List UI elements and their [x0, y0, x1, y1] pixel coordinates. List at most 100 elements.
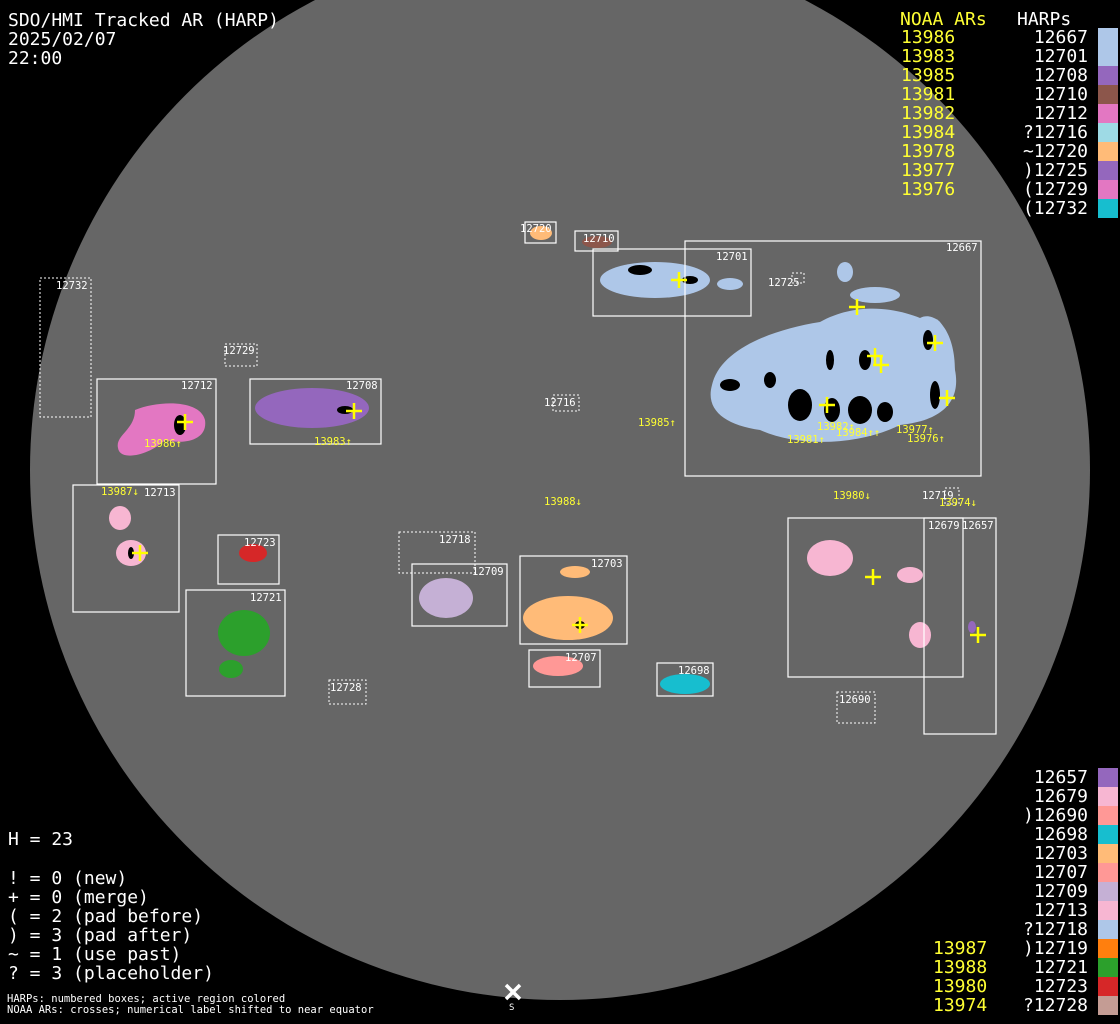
legend-harp-number: 12703: [1034, 843, 1088, 864]
harp-box-12723: [217, 534, 280, 585]
harp-label: 12708: [346, 380, 378, 392]
legend-harp-number: 12667: [1034, 27, 1088, 48]
harp-label: 12719: [922, 490, 954, 502]
region-12721a: [218, 610, 270, 656]
harp-box-12719: [944, 487, 960, 505]
legend-harp-number: 12707: [1034, 862, 1088, 883]
legend-color-swatch: [1098, 863, 1118, 882]
legend-harp-number: 12679: [1034, 786, 1088, 807]
region-12712: [117, 403, 206, 456]
legend-noaa-number: 13977: [901, 160, 955, 181]
harp-box-12703: [519, 555, 628, 645]
harp-box-12690: [836, 691, 876, 724]
harp-label: 12709: [472, 566, 504, 578]
region-12707: [533, 656, 583, 676]
legend-noaa-number: 13976: [901, 179, 955, 200]
region-12679b: [897, 567, 923, 583]
solar-disk: [30, 0, 1090, 1000]
south-pole-x-icon: [504, 983, 522, 1001]
legend-color-swatch: [1098, 161, 1118, 180]
date: 2025/02/07: [8, 29, 116, 50]
legend-color-swatch: [1098, 768, 1118, 787]
harp-box-12729: [224, 343, 258, 367]
harp-label: 12679: [928, 520, 960, 532]
legend-noaa-number: 13984: [901, 122, 955, 143]
region-12679c: [909, 622, 931, 648]
legend-harp-number: )12719: [1023, 938, 1088, 959]
harp-box-12720: [524, 221, 557, 244]
legend-noaa-number: 13974: [933, 995, 987, 1016]
harp-label: 12667: [946, 242, 978, 254]
legend-color-swatch: [1098, 901, 1118, 920]
legend-noaa-number: 13978: [901, 141, 955, 162]
noaa-label: 13982↑: [817, 421, 855, 433]
legend-color-swatch: [1098, 825, 1118, 844]
harp-label: 12725: [768, 277, 800, 289]
harp-box-12709: [411, 563, 508, 627]
harp-label: 12716: [544, 397, 576, 409]
legend-bottom: 1265712679)12690126981270312707127091271…: [933, 767, 1118, 1016]
harp-label: 12718: [439, 534, 471, 546]
region-12657: [968, 621, 976, 633]
legend-harp-number: 12709: [1034, 881, 1088, 902]
legend-noaa-number: 13982: [901, 103, 955, 124]
harp-label: 12732: [56, 280, 88, 292]
legend-harp-number: ?12728: [1023, 995, 1088, 1016]
legend-harp-number: (12732: [1023, 198, 1088, 219]
harp-box-12732: [39, 277, 92, 418]
legend-color-swatch: [1098, 123, 1118, 142]
noaa-header: NOAA ARs: [900, 9, 987, 30]
noaa-label: 13976↑: [907, 433, 945, 445]
stat-line: + = 0 (merge): [8, 887, 149, 908]
harp-box-12728: [328, 679, 367, 705]
legend-color-swatch: [1098, 66, 1118, 85]
legend-harp-number: ?12718: [1023, 919, 1088, 940]
region-12708: [255, 388, 369, 428]
harp-box-12712: [96, 378, 217, 485]
noaa-label: 13988↓: [544, 496, 582, 508]
stat-line: ) = 3 (pad after): [8, 925, 192, 946]
region-12723: [239, 544, 267, 562]
legend-color-swatch: [1098, 104, 1118, 123]
time: 22:00: [8, 48, 62, 69]
legend-color-swatch: [1098, 939, 1118, 958]
harp-label: 12710: [583, 233, 615, 245]
legend-color-swatch: [1098, 958, 1118, 977]
header: SDO/HMI Tracked AR (HARP) 2025/02/07 22:…: [8, 10, 279, 69]
harp-header: HARPs: [1017, 9, 1071, 30]
legend-color-swatch: [1098, 787, 1118, 806]
region-12701: [600, 262, 710, 298]
harp-label: 12703: [591, 558, 623, 570]
stat-line: ? = 3 (placeholder): [8, 963, 214, 984]
harp-label: 12657: [962, 520, 994, 532]
legend-harp-number: 12698: [1034, 824, 1088, 845]
legend-color-swatch: [1098, 142, 1118, 161]
harp-labels: 12667 12701 12710 12720 12725 12732 1272…: [56, 223, 994, 706]
harp-label: 12720: [520, 223, 552, 235]
legend-harp-number: 12701: [1034, 46, 1088, 67]
footnote-line: HARPs: numbered boxes; active region col…: [7, 993, 285, 1005]
stat-line: ( = 2 (pad before): [8, 906, 203, 927]
legend-noaa-number: 13987: [933, 938, 987, 959]
legend-harp-number: (12729: [1023, 179, 1088, 200]
region-12703a: [560, 566, 590, 578]
noaa-label: 13984↑↑: [836, 427, 880, 439]
stats: H = 23 ! = 0 (new) + = 0 (merge) ( = 2 (…: [8, 829, 214, 984]
region-12703b: [523, 596, 613, 640]
region-12701b: [717, 278, 743, 290]
harp-box-12701: [592, 248, 752, 317]
legend-harp-number: 12723: [1034, 976, 1088, 997]
legend-color-swatch: [1098, 977, 1118, 996]
harp-label: 12728: [330, 682, 362, 694]
noaa-label: 13986↑: [144, 438, 182, 450]
noaa-labels: 13986↑ 13983↑ 13985↑ 13981↑ 13982↑ 13984…: [101, 417, 977, 509]
legend-harp-number: ?12716: [1023, 122, 1088, 143]
harp-count: H = 23: [8, 829, 73, 850]
legend-color-swatch: [1098, 28, 1118, 47]
legend-noaa-number: 13988: [933, 957, 987, 978]
legend-color-swatch: [1098, 920, 1118, 939]
legend-noaa-number: 13981: [901, 84, 955, 105]
harp-label: 12723: [244, 537, 276, 549]
